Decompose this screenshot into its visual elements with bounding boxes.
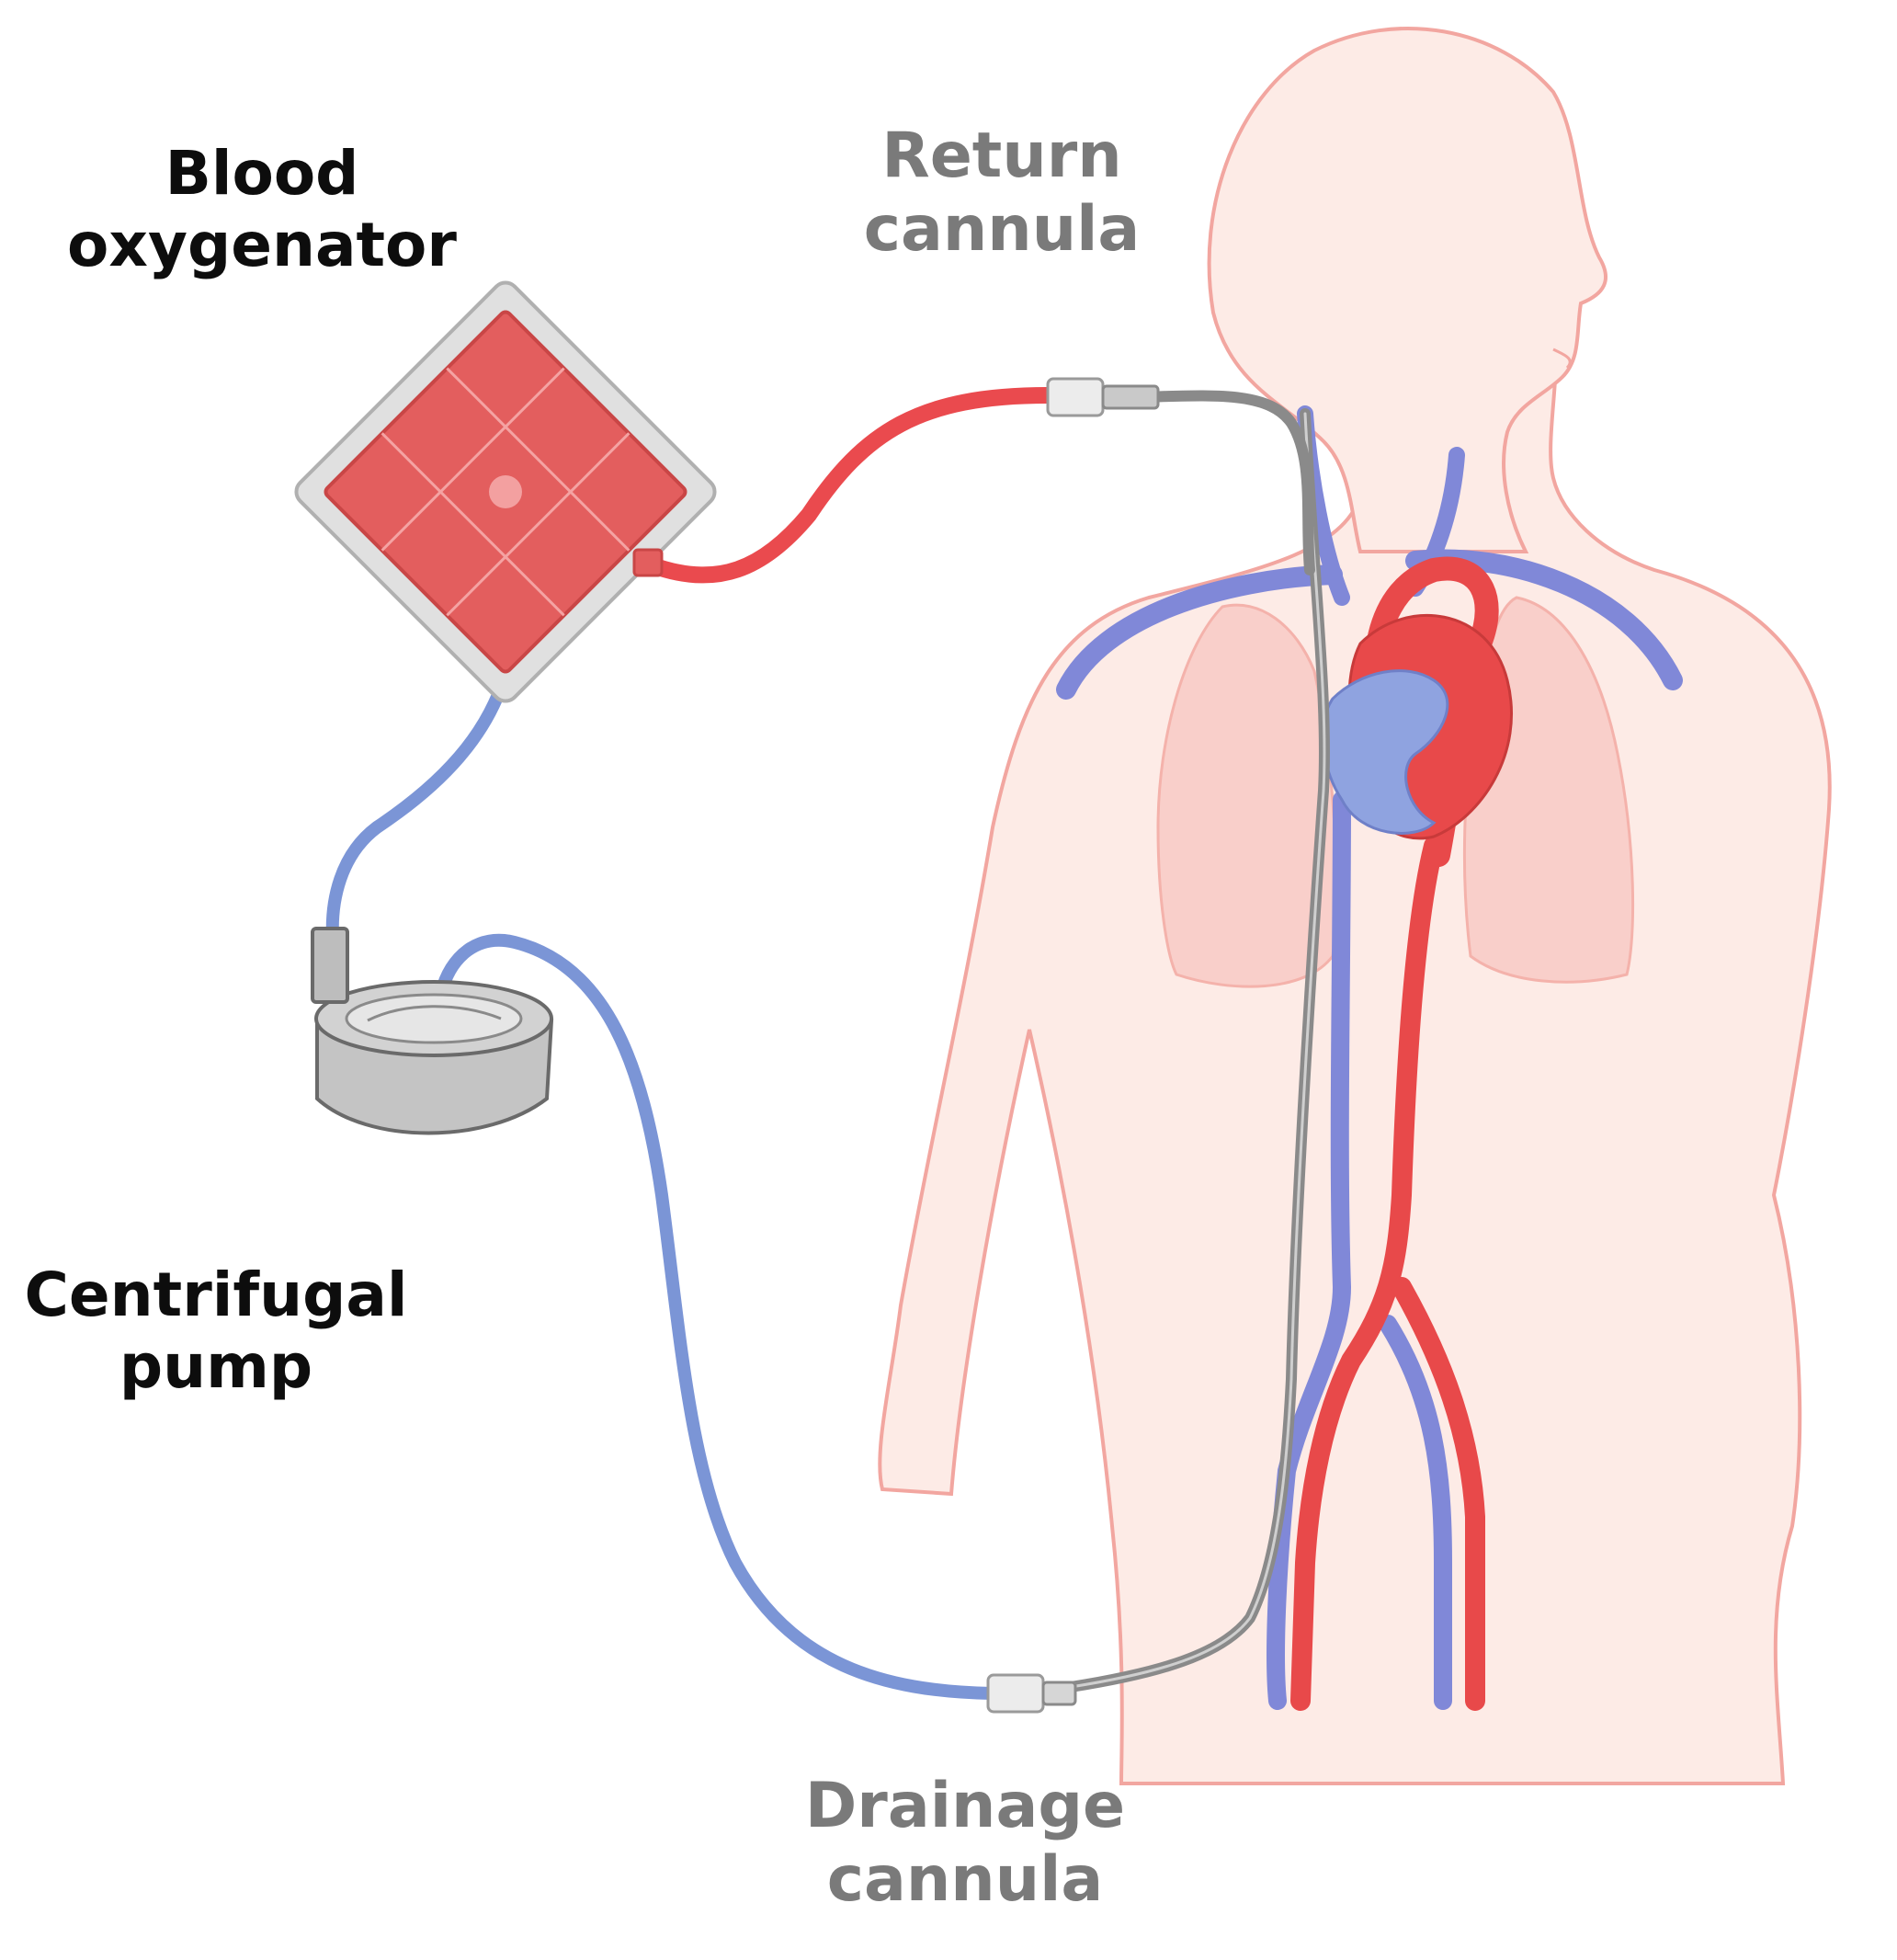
label-centrifugal-pump-line2: pump xyxy=(119,1330,313,1402)
vena-cava-inferior xyxy=(1267,791,1352,1710)
drainage-cannula-highlight xyxy=(1069,412,1326,1689)
return-cannula-tube xyxy=(1134,390,1315,575)
label-drainage-cannula-line2: cannula xyxy=(826,1843,1104,1917)
human-body xyxy=(878,27,1832,1785)
artery-iliac-right xyxy=(1392,1277,1485,1711)
label-return-cannula-line2: cannula xyxy=(863,193,1141,267)
centrifugal-pump xyxy=(311,927,554,1135)
label-return-cannula: Return cannula xyxy=(827,120,1176,267)
body-silhouette xyxy=(878,329,1832,1785)
return-cannula xyxy=(1134,390,1315,575)
label-centrifugal-pump: Centrifugal pump xyxy=(9,1259,423,1403)
ear xyxy=(1552,348,1572,370)
label-blood-oxygenator-line1: Blood xyxy=(165,138,359,209)
label-return-cannula-line1: Return xyxy=(881,120,1122,192)
heart xyxy=(1321,614,1513,840)
return-connector xyxy=(1046,377,1160,417)
pump-inlet xyxy=(311,927,349,1004)
vein-subclavian-left xyxy=(1056,564,1343,700)
pump-blade xyxy=(367,1005,502,1022)
drainage-tube xyxy=(435,933,999,1700)
label-centrifugal-pump-line1: Centrifugal xyxy=(24,1259,408,1330)
blood-oxygenator xyxy=(294,280,717,703)
label-drainage-cannula: Drainage cannula xyxy=(781,1770,1149,1917)
return-tube xyxy=(644,387,1056,584)
heart-blue xyxy=(1321,669,1449,835)
drainage-connector xyxy=(986,1673,1077,1714)
oxygenator-pump-tube xyxy=(325,646,517,944)
label-blood-oxygenator-line2: oxygenator xyxy=(67,209,457,280)
label-drainage-cannula-line1: Drainage xyxy=(804,1770,1126,1842)
lung-left xyxy=(1156,603,1338,988)
drainage-cannula xyxy=(1065,408,1330,1692)
vein-iliac-right xyxy=(1379,1315,1452,1710)
oxygenator-outlet xyxy=(632,548,664,577)
pump-rotor xyxy=(345,993,523,1044)
label-blood-oxygenator: Blood oxygenator xyxy=(55,138,469,281)
aorta-descending xyxy=(1290,836,1444,1711)
